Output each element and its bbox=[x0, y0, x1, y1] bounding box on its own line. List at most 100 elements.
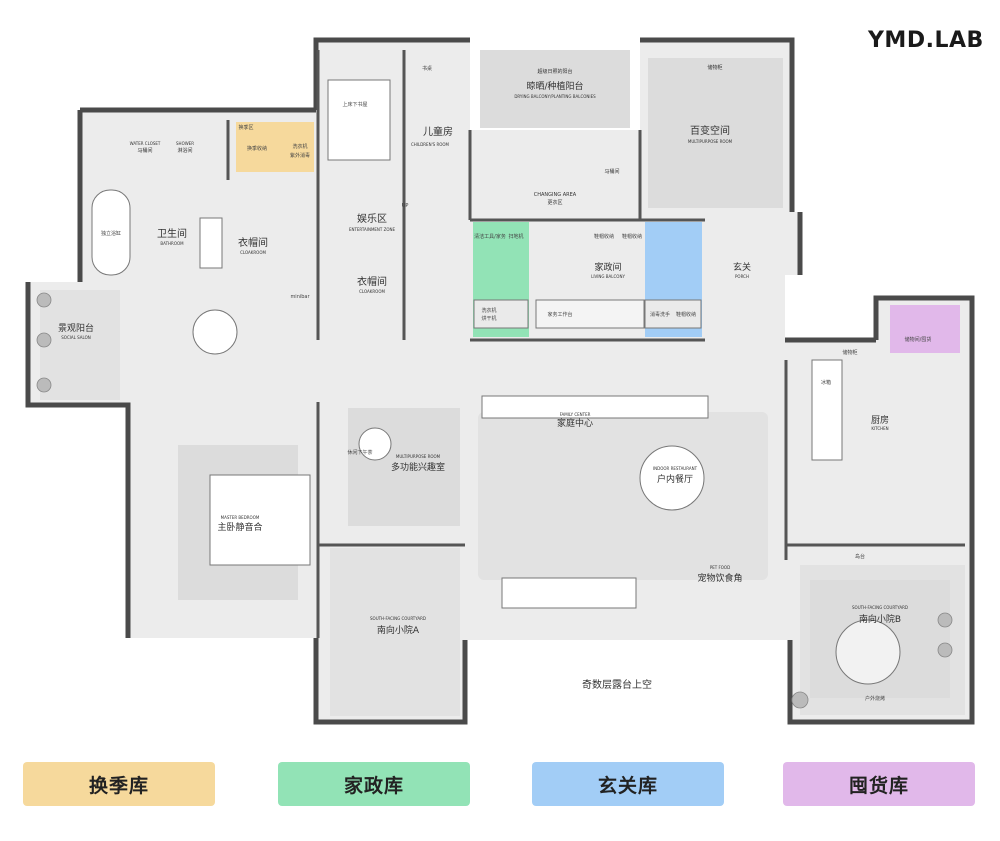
hobby-table bbox=[358, 427, 392, 461]
label-seasonal-a: 换季区 bbox=[238, 124, 253, 131]
label-table: 休闲下午茶 bbox=[347, 449, 372, 456]
label-south-seat: 户外烧烤 bbox=[865, 695, 885, 702]
floor-plan: 儿童房 CHILDREN'S ROOM 晾晒/种植阳台 DRYING BALCO… bbox=[25, 37, 975, 725]
sofa bbox=[501, 577, 637, 609]
label-island: 岛台 bbox=[855, 553, 865, 560]
label-cloakroom-mid-en: CLOAKROOM bbox=[359, 289, 385, 294]
family-table bbox=[481, 395, 709, 419]
label-cloakroom-left-en: CLOAKROOM bbox=[240, 250, 266, 255]
label-desk: 书桌 bbox=[422, 65, 432, 72]
interior-walls bbox=[226, 50, 965, 638]
label-entertainment: 娱乐区 bbox=[357, 212, 387, 225]
label-bathroom-en: BATHROOM bbox=[160, 241, 184, 246]
label-shoe-a: 鞋帽收纳 bbox=[594, 233, 614, 240]
stock-zone bbox=[890, 305, 960, 353]
label-courtyard-a-cn: 南向小院A bbox=[377, 624, 420, 636]
legend-porch: 玄关库 bbox=[532, 762, 724, 806]
label-shower: SHOWER bbox=[176, 141, 194, 146]
label-social-salon: 景观阳台 bbox=[58, 322, 94, 334]
label-courtyard-a: SOUTH-FACING COURTYARD bbox=[370, 616, 426, 621]
porch-cabinet bbox=[644, 299, 702, 329]
label-master-cn: 主卧静音合 bbox=[217, 521, 262, 533]
legend-porch-label: 玄关库 bbox=[597, 774, 658, 797]
label-drying: 晾晒/种植阳台 bbox=[526, 80, 583, 92]
label-washer-b: 紫外消毒 bbox=[290, 152, 310, 159]
worktop bbox=[535, 299, 645, 329]
dining-table bbox=[639, 445, 705, 511]
label-courtyard-b-cn: 南向小院B bbox=[859, 613, 901, 625]
label-cloakroom-mid: 衣帽间 bbox=[357, 275, 387, 288]
legend-seasonal-label: 换季库 bbox=[88, 774, 149, 797]
label-entertainment-en: ENTERTAINMENT ZONE bbox=[349, 227, 396, 232]
label-water-closet: WATER CLOSET bbox=[130, 141, 161, 146]
label-bathroom: 卫生间 bbox=[157, 227, 187, 240]
plants bbox=[36, 292, 953, 709]
washer-unit bbox=[473, 299, 529, 329]
label-porch-en: PORCH bbox=[735, 274, 749, 279]
label-living-balcony-en: LIVING BALCONY bbox=[591, 274, 625, 279]
label-minibar: minibar bbox=[290, 294, 310, 300]
umbrella bbox=[835, 619, 901, 685]
label-master: MASTER BEDROOM bbox=[221, 515, 260, 520]
label-family-center-cn: 家庭中心 bbox=[557, 417, 593, 429]
label-children-en: CHILDREN'S ROOM bbox=[411, 142, 450, 147]
legend-seasonal: 换季库 bbox=[23, 762, 215, 806]
kitchen-counter bbox=[811, 359, 843, 461]
room-tints bbox=[178, 50, 950, 698]
label-kitchen-en: KITCHEN bbox=[871, 426, 888, 431]
small-labels: 换季区 换季收纳 洗衣机 紫外消毒 上床下书屋 书桌 minibar UP 独立… bbox=[101, 65, 931, 702]
label-cloakroom-left: 衣帽间 bbox=[238, 236, 268, 249]
label-bath-tub: 独立浴缸 bbox=[101, 230, 121, 237]
label-multi-hobby-cn: 多功能兴趣室 bbox=[391, 461, 445, 473]
label-pet-cn: 宠物饮食角 bbox=[697, 572, 742, 584]
label-stock-room: 储物间/囤货 bbox=[905, 336, 932, 343]
label-multipurpose-top-en: MULTIPURPOSE ROOM bbox=[688, 139, 733, 144]
bunk-bed bbox=[327, 79, 391, 161]
label-multi-hobby: MULTIPURPOSE ROOM bbox=[396, 454, 441, 459]
label-balcony-seat: 储物柜 bbox=[842, 349, 857, 356]
legend-housekeeping-label: 家政库 bbox=[343, 774, 404, 797]
label-seasonal-b: 换季收纳 bbox=[247, 145, 267, 152]
label-changing-cn: 更衣区 bbox=[547, 199, 562, 206]
label-porch-shoe: 鞋帽收纳 bbox=[676, 311, 696, 318]
label-pet: PET FOOD bbox=[710, 565, 730, 570]
tea-table bbox=[192, 309, 238, 355]
label-courtyard-b: SOUTH-FACING COURTYARD bbox=[852, 605, 908, 610]
label-children: 儿童房 bbox=[423, 125, 453, 138]
label-drying-en: DRYING BALCONY/PLANTING BALCONIES bbox=[514, 94, 596, 99]
label-water-closet-cn: 马桶间 bbox=[137, 147, 152, 154]
label-fridge: 冰箱 bbox=[821, 379, 831, 386]
label-changing: CHANGING AREA bbox=[534, 192, 577, 198]
label-shoe-b: 鞋帽收纳 bbox=[622, 233, 642, 240]
label-laundry-b: 烘干机 bbox=[481, 315, 496, 322]
label-shower-cn: 淋浴间 bbox=[177, 147, 192, 154]
label-restaurant-cn: 户内餐厅 bbox=[657, 473, 693, 485]
vanity bbox=[199, 217, 223, 269]
label-toilet-small: 马桶间 bbox=[604, 168, 619, 175]
label-porch: 玄关 bbox=[733, 261, 751, 273]
room-labels: 儿童房 CHILDREN'S ROOM 晾晒/种植阳台 DRYING BALCO… bbox=[58, 64, 908, 691]
legend-housekeeping: 家政库 bbox=[278, 762, 470, 806]
label-drying-small: 超级日照的阳台 bbox=[537, 68, 572, 75]
master-bed bbox=[209, 474, 311, 566]
label-terrace: 奇数层露台上空 bbox=[582, 678, 652, 691]
label-clean-porch: 消毒洗手 bbox=[650, 311, 670, 318]
label-social-salon-en: SOCIAL SALON bbox=[61, 335, 90, 340]
label-bunk: 上床下书屋 bbox=[342, 101, 367, 108]
label-up: UP bbox=[402, 203, 409, 209]
legend-stock: 囤货库 bbox=[783, 762, 975, 806]
label-washer-a: 洗衣机 bbox=[292, 143, 307, 150]
bathtub bbox=[91, 189, 131, 276]
label-family-center: FAMILY CENTER bbox=[560, 412, 591, 417]
label-work: 家务工作台 bbox=[547, 311, 572, 318]
brand-logo: YMD.LAB bbox=[868, 28, 984, 53]
furniture bbox=[91, 79, 901, 685]
legend-stock-label: 囤货库 bbox=[848, 774, 909, 797]
label-laundry-a: 洗衣机 bbox=[481, 307, 496, 314]
walls bbox=[25, 37, 975, 725]
label-multipurpose-top-small: 储物柜 bbox=[707, 64, 722, 71]
label-living-balcony: 家政间 bbox=[594, 261, 621, 273]
label-kitchen: 厨房 bbox=[871, 414, 889, 426]
seasonal-zone bbox=[236, 122, 314, 172]
label-multipurpose-top: 百变空间 bbox=[690, 124, 730, 137]
